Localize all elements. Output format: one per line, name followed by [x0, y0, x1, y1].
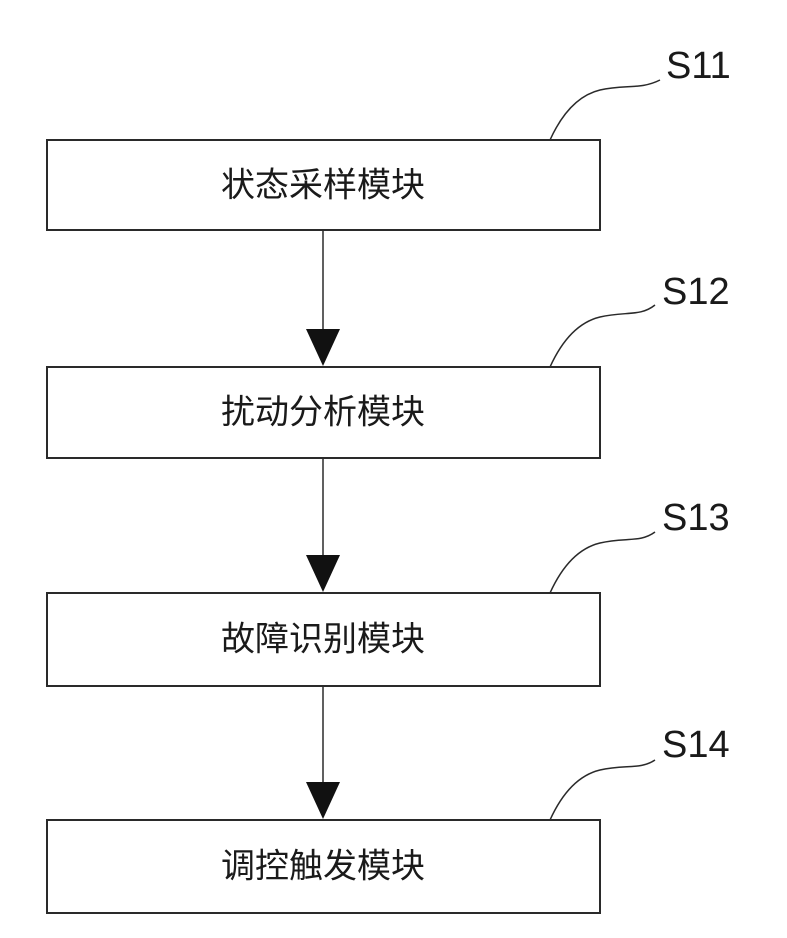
arrow-head-icon — [306, 782, 340, 819]
step-label: S11 — [666, 45, 731, 87]
step-label: S12 — [662, 271, 730, 313]
step-label: S14 — [662, 724, 730, 766]
module-label: 扰动分析模块 — [221, 393, 425, 433]
module-s13: 故障识别模块 S13 — [47, 497, 730, 686]
module-s12: 扰动分析模块 S12 — [47, 271, 730, 458]
module-label: 状态采样模块 — [221, 166, 425, 206]
module-s11: 状态采样模块 S11 — [47, 45, 731, 230]
arrow-s12-to-s13 — [306, 458, 340, 592]
step-leader-line — [550, 305, 655, 367]
arrow-s11-to-s12 — [306, 230, 340, 366]
step-leader-line — [550, 760, 655, 820]
arrow-head-icon — [306, 329, 340, 366]
step-leader-line — [550, 80, 660, 140]
arrow-head-icon — [306, 555, 340, 592]
step-leader-line — [550, 532, 655, 593]
module-s14: 调控触发模块 S14 — [47, 724, 730, 913]
module-label: 故障识别模块 — [221, 620, 425, 660]
module-label: 调控触发模块 — [221, 847, 425, 887]
step-label: S13 — [662, 497, 730, 539]
arrow-s13-to-s14 — [306, 686, 340, 819]
